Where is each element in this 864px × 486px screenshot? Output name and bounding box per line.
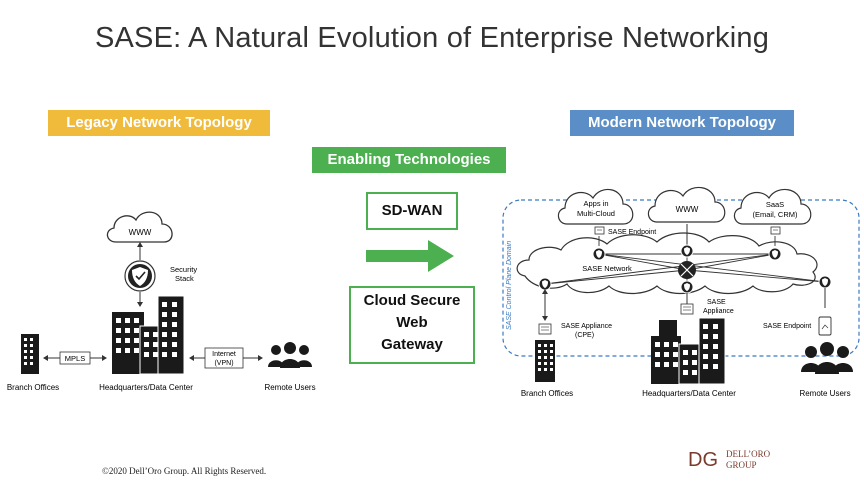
saas-label-1: SaaS [766,200,784,209]
sase-appliance-label-2: Appliance [703,308,734,315]
internet-label: Internet [212,351,236,358]
sase-appliance-cpe-icon [538,323,552,335]
apps-multicloud-cloud-icon [557,188,634,225]
sase-endpoint-top-icon [594,226,605,235]
legacy-hq-label: Headquarters/Data Center [99,383,193,392]
sase-endpoint-right-label: SASE Endpoint [763,323,811,330]
cloud-secure-web-gateway-box: Cloud Secure Web Gateway [349,286,475,364]
saas-cloud-icon [733,188,812,225]
cswg-line-2: Web [396,314,428,331]
modern-branch-label: Branch Offices [521,389,573,398]
sase-appliance-cpe-label-2: (CPE) [575,332,594,339]
cswg-line-3: Gateway [381,336,443,353]
modern-diagram: SASE Control Plane Domain SASE Network A… [502,186,860,398]
sase-appliance-cpe-label-1: SASE Appliance [561,323,612,330]
sase-mesh-lines [544,236,826,286]
modern-topology-heading: Modern Network Topology [570,110,794,136]
enabling-technologies-heading: Enabling Technologies [312,147,506,173]
modern-hq-label: Headquarters/Data Center [642,389,736,398]
saas-endpoint-icon [770,226,781,235]
sase-appliance-hq-icon [680,303,694,315]
sase-router-icon [678,261,696,279]
sase-control-plane-label: SASE Control Plane Domain [506,241,513,330]
cswg-line-1: Cloud Secure [363,292,461,309]
delloro-logo-text: DELL’ORO GROUP [726,449,770,471]
legacy-remote-label: Remote Users [264,383,315,392]
delloro-logo-icon: DG [688,449,724,470]
vpn-label: (VPN) [214,360,233,367]
legacy-remote-users-icon [268,342,312,368]
sase-endpoint-top-label: SASE Endpoint [608,229,656,236]
sase-network-cloud-icon [516,232,818,295]
modern-branch-building-icon [535,340,555,382]
apps-label-2: Multi-Cloud [577,209,615,218]
logo-mark-text: DG [688,449,718,470]
saas-label-2: (Email, CRM) [753,210,798,219]
logo-line-2: GROUP [726,460,757,470]
legacy-topology-heading: Legacy Network Topology [48,110,270,136]
modern-remote-users-icon [801,342,853,374]
legacy-www-cloud-icon [106,211,173,243]
security-stack-label-2: Stack [175,274,194,283]
mpls-label: MPLS [65,354,85,363]
sase-network-label: SASE Network [582,264,632,273]
copyright-footer: ©2020 Dell’Oro Group. All Rights Reserve… [102,466,267,476]
legacy-diagram: WWW Security Stack Branch Offices MPLS [7,211,316,392]
logo-line-1: DELL’ORO [726,449,771,459]
slide-title: SASE: A Natural Evolution of Enterprise … [94,22,770,54]
apps-label-1: Apps in [583,199,608,208]
legacy-branch-building-icon [21,334,39,374]
modern-www-cloud-icon [647,186,726,223]
modern-remote-label: Remote Users [799,389,850,398]
legacy-www-label: WWW [129,228,152,237]
security-stack-label-1: Security [170,265,197,274]
legacy-branch-label: Branch Offices [7,383,59,392]
sase-control-plane-domain [502,199,860,357]
security-shield-icon [124,260,156,292]
evolution-arrow [366,240,454,272]
modern-www-label: WWW [676,205,699,214]
sase-appliance-label-1: SASE [707,299,726,306]
sdwan-box: SD-WAN [366,192,458,230]
sase-endpoint-right-icon [818,316,832,336]
